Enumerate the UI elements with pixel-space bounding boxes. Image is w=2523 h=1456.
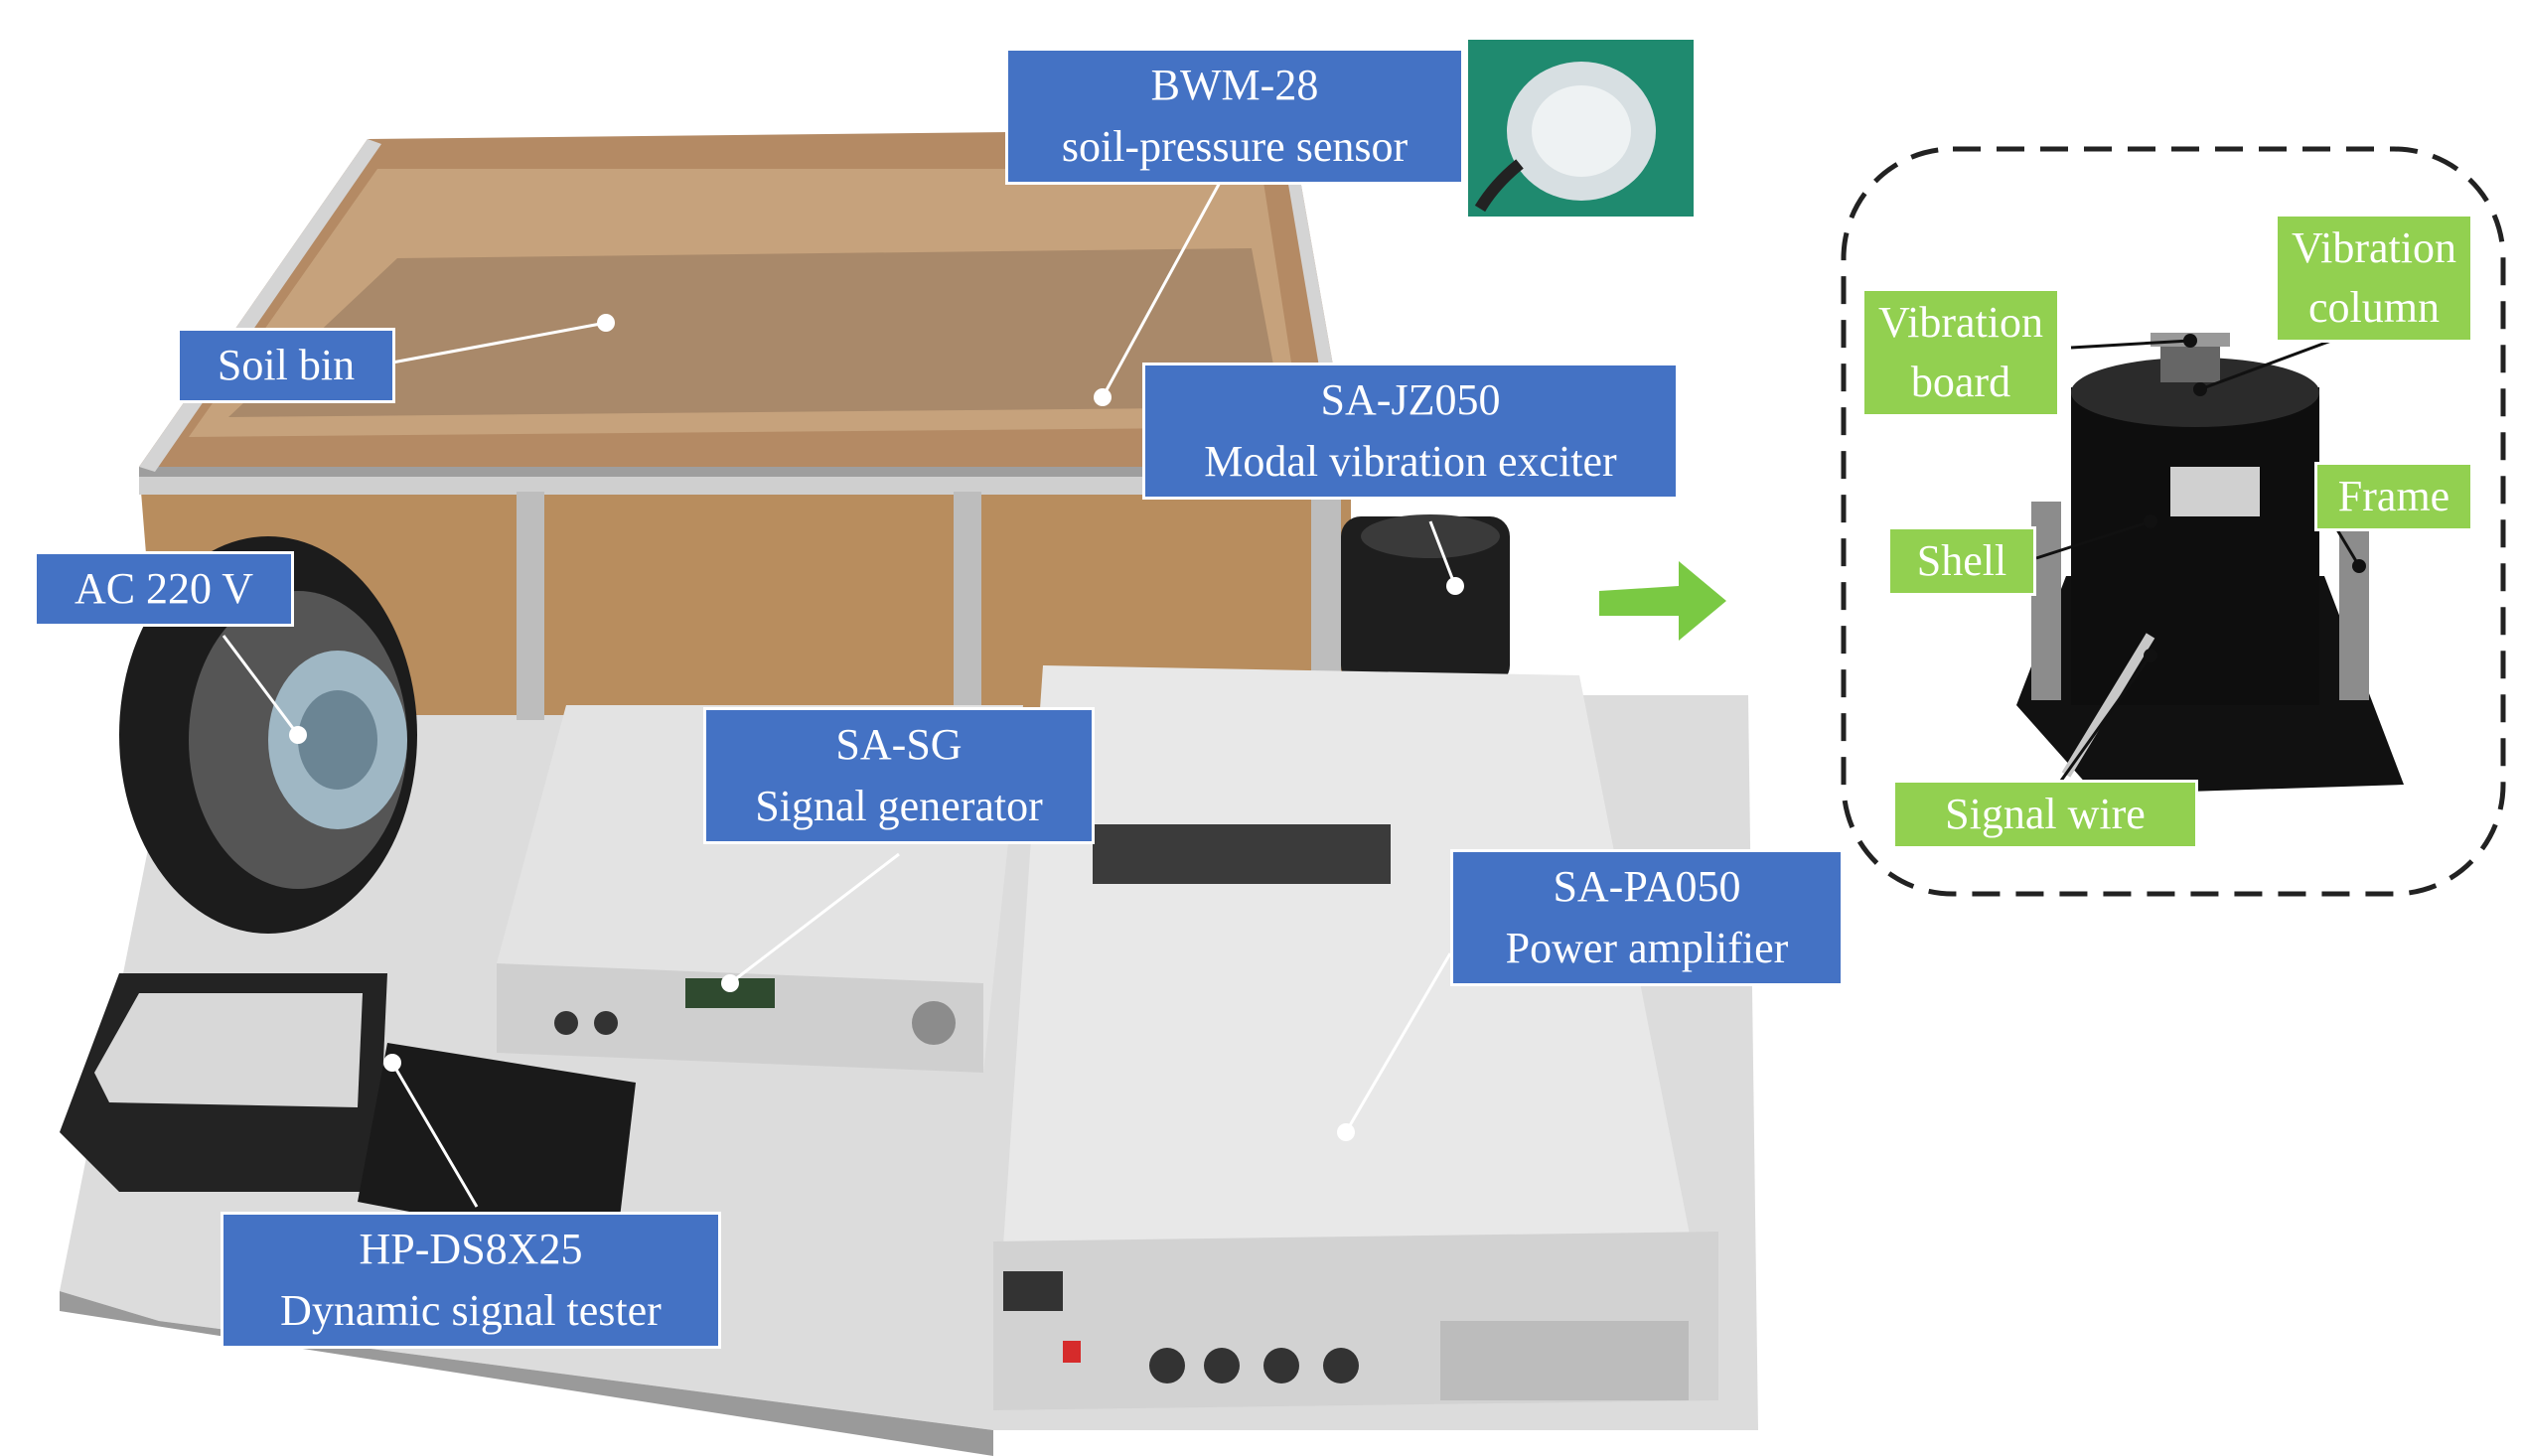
detail-frame [1841,146,2506,897]
leader-lines [222,178,1464,1208]
frame-label: Frame [2314,462,2473,531]
vibration-board-label: Vibration board [1861,288,2060,417]
exciter-label-desc: Modal vibration exciter [1204,437,1617,486]
signal-generator-label-model: SA-SG [835,720,963,769]
ac-label: AC 220 V [34,551,294,627]
sensor-label-model: BWM-28 [1150,61,1319,109]
vibration-exciter [1341,514,1510,685]
power-amplifier-label: SA-PA050 Power amplifier [1450,849,1844,986]
vibration-column-label: Vibration column [2275,214,2473,343]
shell-label: Shell [1887,526,2036,596]
exciter-label-model: SA-JZ050 [1320,375,1501,424]
tester-label: HP-DS8X25 Dynamic signal tester [221,1212,721,1349]
soil-bin-label: Soil bin [177,328,395,403]
sensor-inset-photo [1468,40,1694,217]
detail-leader-lines [2035,334,2366,796]
dynamic-signal-tester [60,973,636,1251]
power-amplifier-label-desc: Power amplifier [1505,924,1789,972]
vibration-column-label-line2: column [2308,283,2440,332]
right-arrow-icon [1599,561,1726,641]
tester-label-model: HP-DS8X25 [359,1225,583,1273]
tester-label-desc: Dynamic signal tester [280,1286,662,1335]
signal-generator-label: SA-SG Signal generator [703,707,1095,844]
power-amplifier-label-model: SA-PA050 [1553,862,1741,911]
signal-wire-label: Signal wire [1892,780,2198,849]
signal-generator-label-desc: Signal generator [755,782,1043,830]
vibration-board-label-line2: board [1910,358,2011,406]
exciter-label: SA-JZ050 Modal vibration exciter [1142,363,1679,500]
power-amplifier [993,665,1718,1410]
sensor-label-desc: soil-pressure sensor [1061,122,1409,171]
detail-exciter-photo [2016,333,2404,795]
sensor-label: BWM-28 soil-pressure sensor [1005,48,1464,185]
vibration-column-label-line1: Vibration [2292,223,2456,272]
vibration-board-label-line1: Vibration [1878,298,2043,347]
